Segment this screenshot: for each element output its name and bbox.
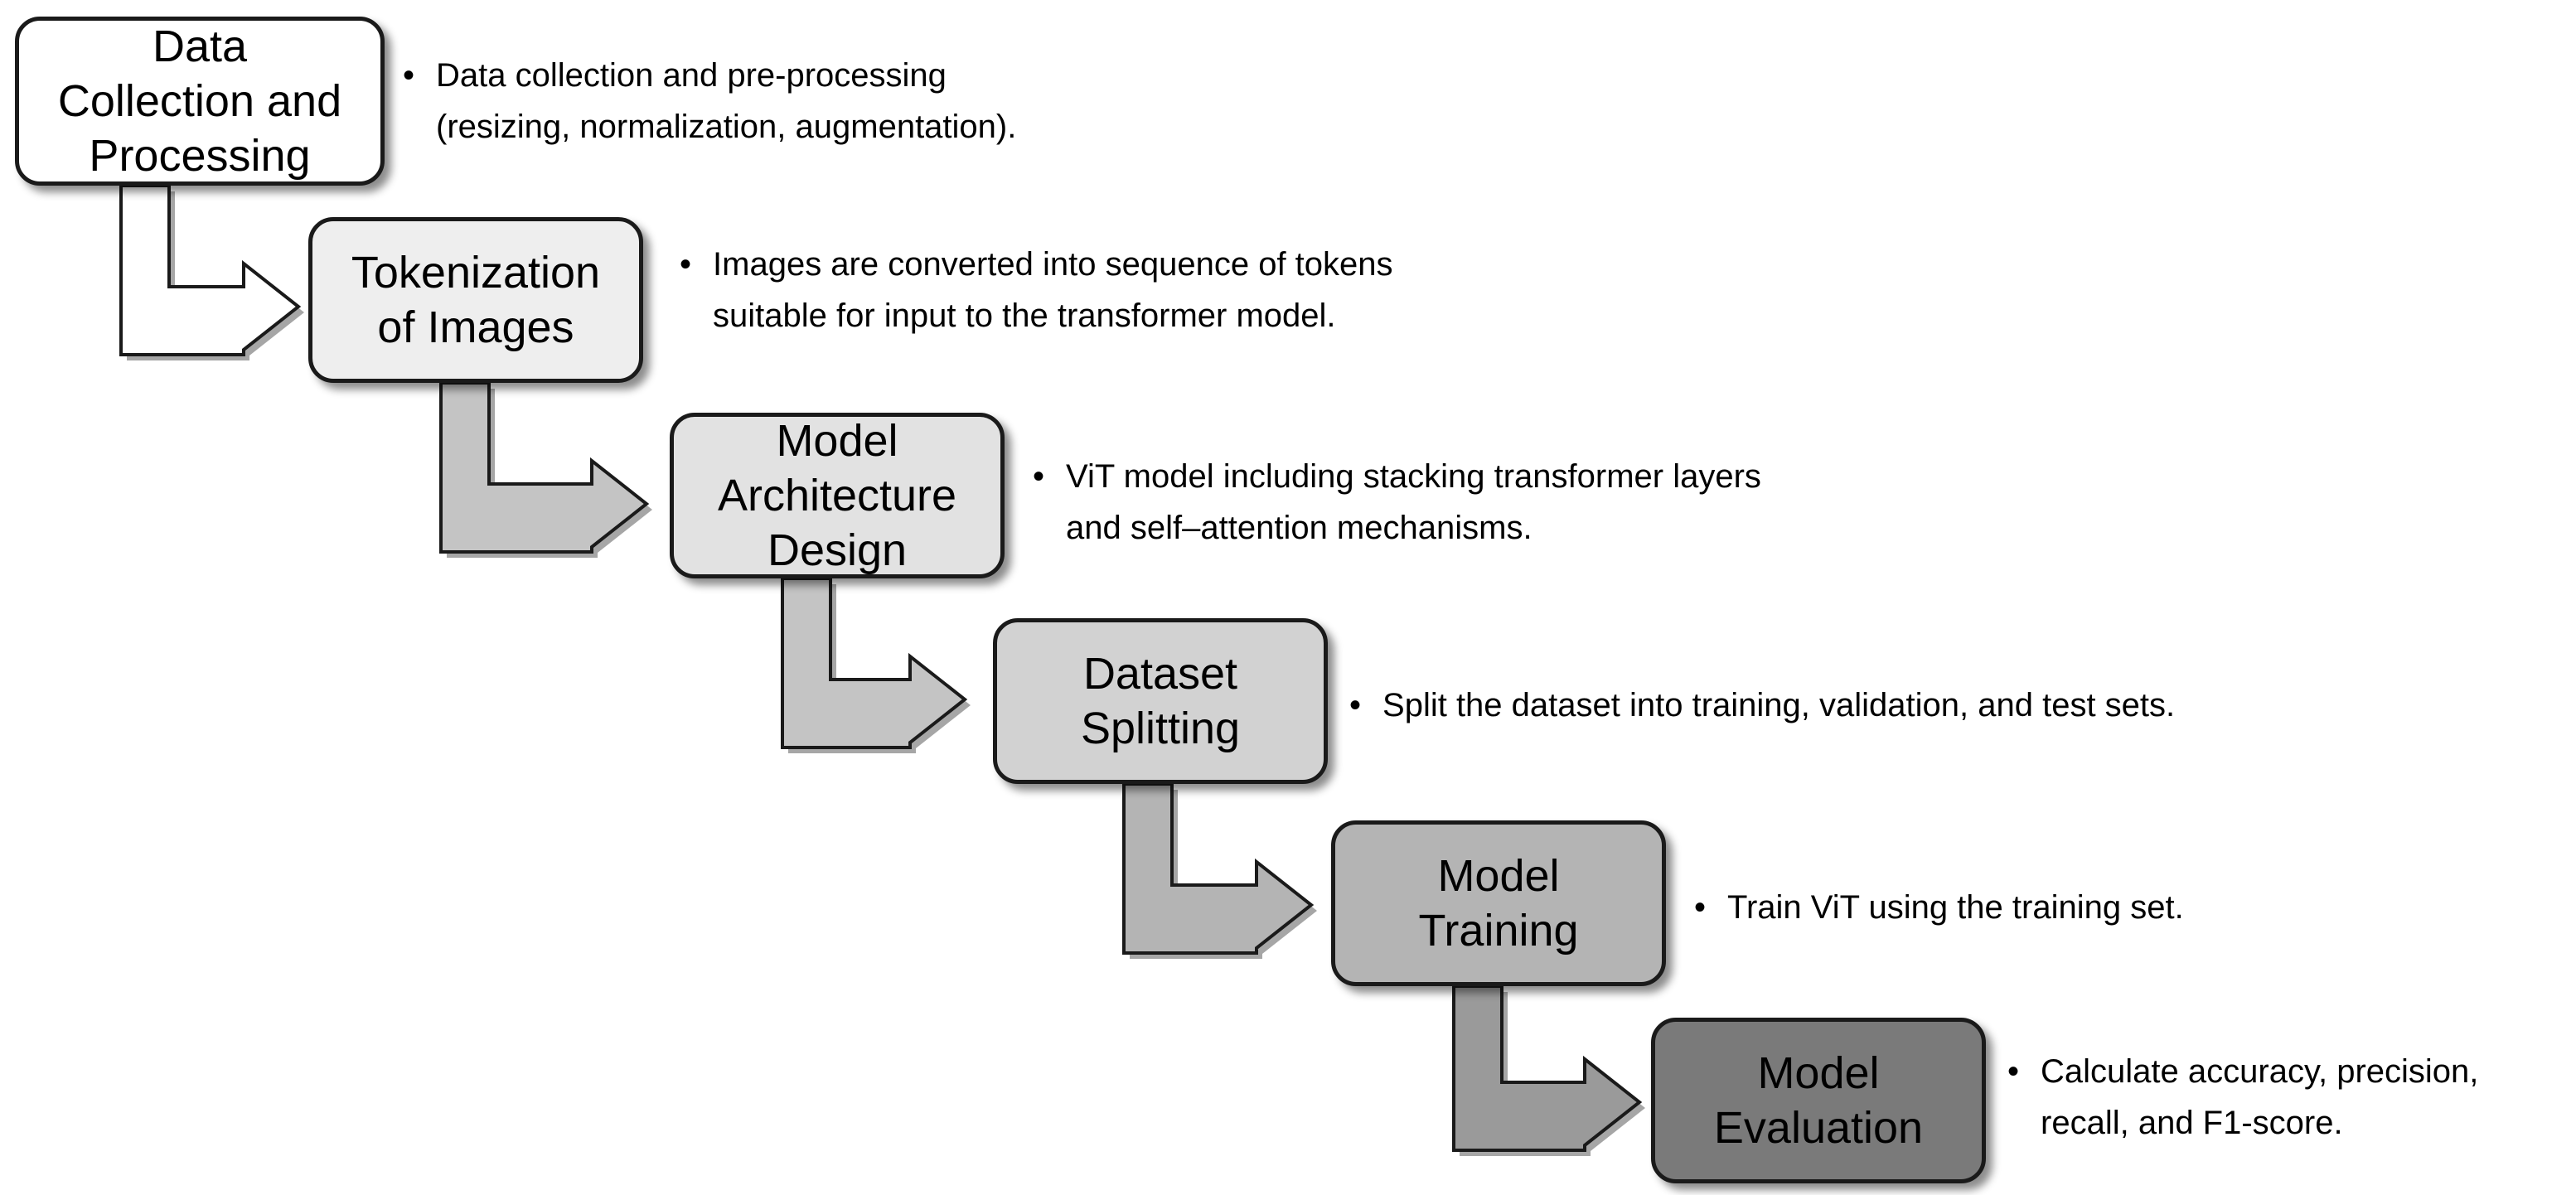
stage-box-training: Model Training — [1331, 820, 1666, 986]
stage-note-evaluation: • Calculate accuracy, precision, recall,… — [2007, 1046, 2478, 1149]
stage-note-tokenization: • Images are converted into sequence of … — [680, 239, 1393, 341]
stage-label-training: Model Training — [1418, 851, 1579, 956]
stage-box-data-collection: Data Collection and Processing — [15, 17, 385, 186]
stage-box-evaluation: Model Evaluation — [1651, 1018, 1986, 1183]
bullet-icon: • — [2007, 1053, 2020, 1090]
stage-label-tokenization: Tokenization of Images — [351, 248, 601, 352]
arrow-tokenization-to-architecture — [439, 381, 650, 554]
stage-note-training: • Train ViT using the training set. — [1694, 882, 2184, 933]
stage-box-architecture: Model Architecture Design — [670, 413, 1005, 578]
bullet-icon: • — [680, 246, 692, 283]
stage-label-architecture: Model Architecture Design — [717, 416, 957, 575]
arrow-architecture-to-splitting — [781, 577, 968, 749]
stage-box-tokenization: Tokenization of Images — [308, 217, 643, 383]
bullet-icon: • — [403, 57, 415, 94]
stage-note-data-collection: • Data collection and pre-processing (re… — [403, 50, 1016, 152]
stage-label-evaluation: Model Evaluation — [1713, 1048, 1924, 1153]
bullet-icon: • — [1694, 889, 1707, 926]
arrow-training-to-evaluation — [1452, 985, 1643, 1152]
stage-label-data-collection: Data Collection and Processing — [57, 22, 342, 181]
stage-note-architecture: • ViT model including stacking transform… — [1033, 451, 1761, 554]
arrow-splitting-to-training — [1122, 782, 1315, 955]
stage-note-splitting: • Split the dataset into training, valid… — [1349, 680, 2175, 731]
bullet-icon: • — [1033, 458, 1045, 495]
stage-label-splitting: Dataset Splitting — [1080, 649, 1241, 753]
arrow-collection-to-tokenization — [119, 184, 302, 356]
bullet-icon: • — [1349, 687, 1362, 723]
stage-box-splitting: Dataset Splitting — [993, 618, 1328, 784]
